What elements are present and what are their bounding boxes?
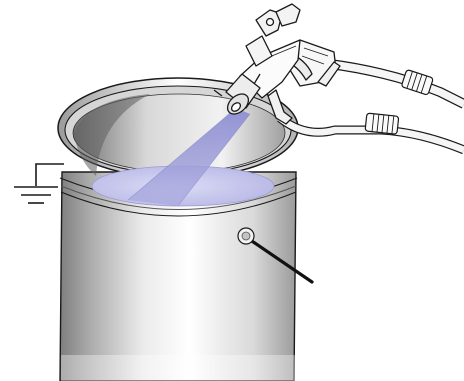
ground-symbol xyxy=(14,164,64,203)
metal-pail xyxy=(58,78,298,381)
spray-gun xyxy=(214,4,340,124)
